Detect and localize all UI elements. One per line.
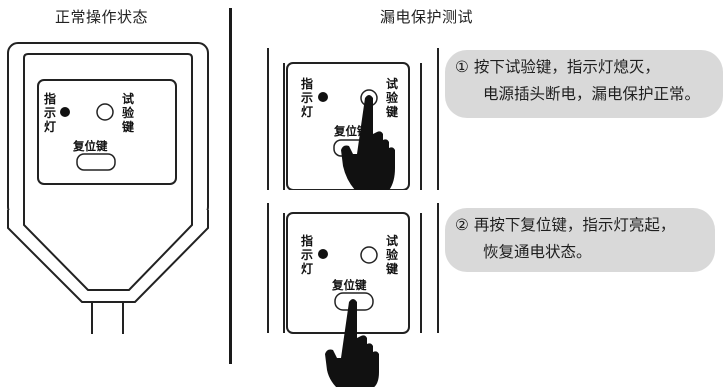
test-label-2: 验 [122,105,135,120]
test-label-1: 试 [122,91,134,106]
hand-pointer-icon [325,299,379,387]
step1-indicator-light [318,92,328,102]
step2-test-button [360,246,378,264]
svg-text:试: 试 [386,233,398,248]
step2-line-1: ② 再按下复位键，指示灯亮起， [455,216,676,234]
indicator-label-1: 指 [44,91,56,106]
step2-indicator-light [318,249,328,259]
svg-text:灯: 灯 [301,261,313,276]
step1-line-1: ① 按下试验键，指示灯熄灭， [455,58,660,76]
test-button [96,103,114,121]
svg-text:指: 指 [301,233,313,248]
svg-text:验: 验 [386,90,399,105]
indicator-light [60,107,70,117]
svg-text:键: 键 [385,104,398,119]
svg-text:复位键: 复位键 [331,278,367,292]
test-label-3: 键 [121,119,134,134]
left-panel-title: 正常操作状态 [55,8,149,26]
svg-text:验: 验 [386,247,399,262]
svg-text:指: 指 [301,76,313,91]
svg-text:示: 示 [300,248,313,262]
reset-button [76,153,116,171]
step2-device-illustration: 指 示 灯 试 验 键 复位键 [267,203,439,387]
indicator-label-2: 示 [43,106,56,120]
right-panel-title: 漏电保护测试 [380,8,474,26]
reset-label: 复位键 [72,139,108,153]
step1-device-illustration: 指 示 灯 试 验 键 复位键 [267,48,439,190]
step1-callout: ① 按下试验键，指示灯熄灭， 电源插头断电，漏电保护正常。 [445,50,723,118]
step1-line-2: 电源插头断电，漏电保护正常。 [483,85,701,103]
step2-line-2: 恢复通电状态。 [483,243,592,261]
vertical-divider [229,8,232,364]
step2-callout: ② 再按下复位键，指示灯亮起， 恢复通电状态。 [445,208,715,272]
svg-text:试: 试 [386,76,398,91]
svg-text:灯: 灯 [301,104,313,119]
control-panel [37,79,177,185]
svg-text:键: 键 [385,261,398,276]
hand-pointer-icon [341,95,395,190]
svg-text:示: 示 [300,91,313,105]
indicator-label-3: 灯 [44,119,56,134]
plug-device-illustration: 指 示 灯 试 验 键 复位键 [7,42,209,334]
